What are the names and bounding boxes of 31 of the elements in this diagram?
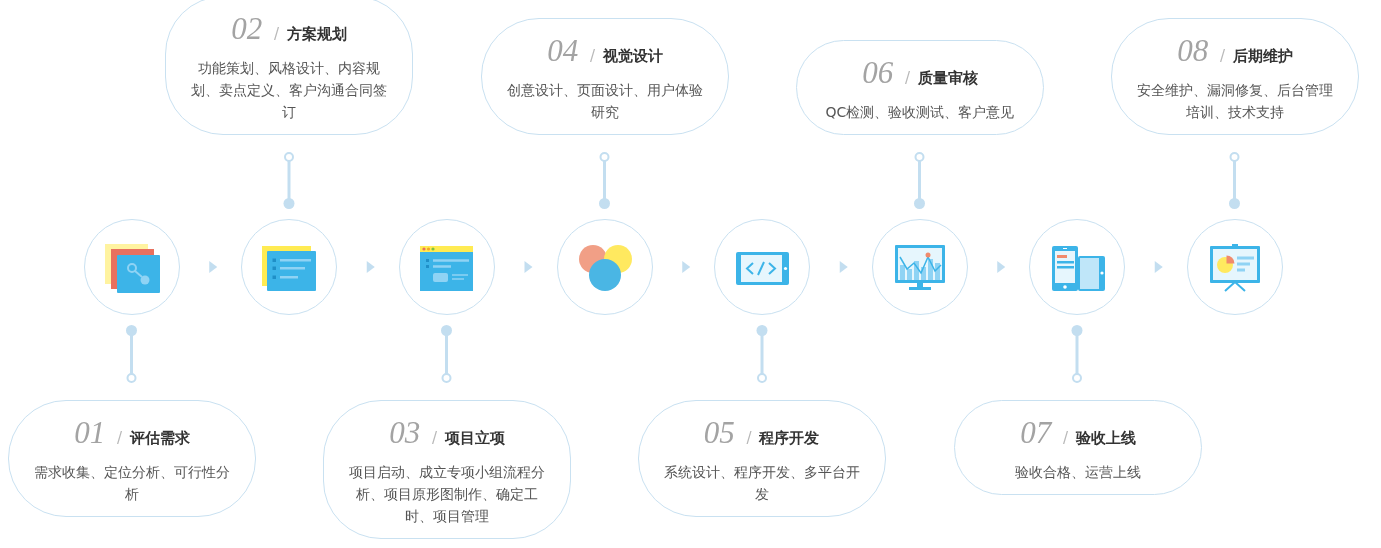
pin-connector <box>1229 152 1240 209</box>
step-description: 系统设计、程序开发、多平台开发 <box>662 463 861 504</box>
step-description: 项目启动、成立专项小组流程分析、项目原形图制作、确定工时、项目管理 <box>348 463 546 526</box>
step-heading: 05 / 程序开发 <box>703 417 820 449</box>
pin-connector <box>441 325 452 383</box>
arrow <box>524 261 533 273</box>
pin-connector <box>283 152 295 209</box>
arrow <box>1154 261 1163 273</box>
pin-connector <box>1071 325 1083 383</box>
step-description: 安全维护、漏洞修复、后台管理培训、技术支持 <box>1136 81 1334 122</box>
step-description: 验收合格、运营上线 <box>1015 463 1141 482</box>
step-heading: 04 / 视觉设计 <box>547 35 663 67</box>
arrow <box>366 261 375 273</box>
arrow <box>839 261 848 273</box>
step-heading: 03 / 项目立项 <box>389 417 505 449</box>
pin-connector <box>126 325 137 383</box>
step-heading: 08 / 后期维护 <box>1177 35 1293 67</box>
arrow <box>997 261 1006 273</box>
step-heading: 02 / 方案规划 <box>231 13 347 45</box>
arrow <box>682 261 691 273</box>
step-description: QC检测、验收测试、客户意见 <box>825 103 1015 122</box>
pin-connector <box>599 152 610 209</box>
step-description: 需求收集、定位分析、可行性分析 <box>33 463 231 504</box>
pin-connector <box>914 152 925 209</box>
step-heading: 07 / 验收上线 <box>1020 417 1136 449</box>
pin-connector <box>756 325 768 383</box>
step-description: 创意设计、页面设计、用户体验研究 <box>506 81 704 122</box>
step-description: 功能策划、风格设计、内容规划、卖点定义、客户沟通合同签订 <box>190 59 388 122</box>
step-heading: 06 / 质量审核 <box>862 57 978 89</box>
arrow <box>209 261 218 273</box>
step-heading: 01 / 评估需求 <box>74 417 190 449</box>
